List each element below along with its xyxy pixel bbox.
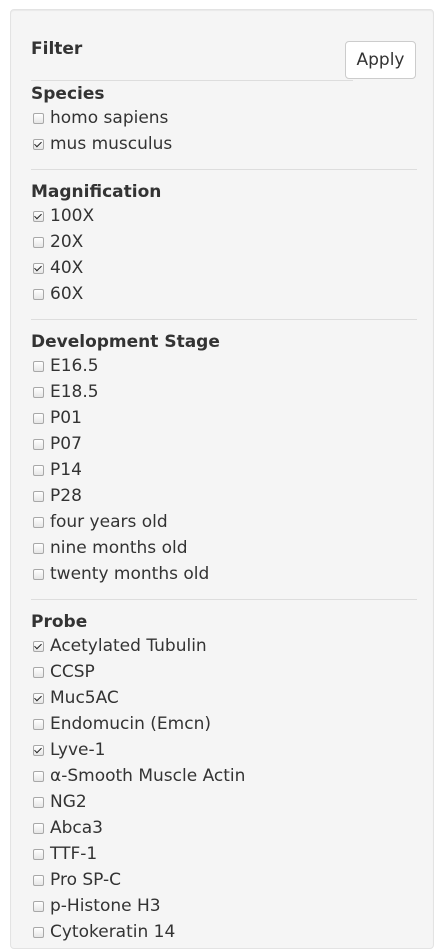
species-option[interactable]: mus musculus: [31, 131, 417, 157]
probe-option[interactable]: Cytokeratin 14: [31, 919, 417, 945]
checkbox[interactable]: [33, 718, 44, 730]
checkbox[interactable]: [33, 640, 44, 652]
checkbox[interactable]: [33, 438, 44, 450]
option-label: Cytokeratin 14: [50, 922, 176, 942]
option-label: E18.5: [50, 382, 99, 402]
probe-option[interactable]: CCSP: [31, 659, 417, 685]
checkbox[interactable]: [33, 112, 44, 124]
checkbox[interactable]: [33, 822, 44, 834]
option-label: Endomucin (Emcn): [50, 714, 211, 734]
checkbox[interactable]: [33, 490, 44, 502]
checkbox[interactable]: [33, 666, 44, 678]
option-label: Acetylated Tubulin: [50, 636, 207, 656]
probe-option[interactable]: Muc5AC: [31, 685, 417, 711]
option-label: 40X: [50, 258, 84, 278]
option-label: NG2: [50, 792, 87, 812]
checkbox[interactable]: [33, 262, 44, 274]
checkbox[interactable]: [33, 796, 44, 808]
section-divider: [31, 319, 417, 320]
checkbox[interactable]: [33, 542, 44, 554]
checkbox[interactable]: [33, 692, 44, 704]
stage-option[interactable]: twenty months old: [31, 561, 417, 587]
option-label: mus musculus: [50, 134, 173, 154]
checkbox[interactable]: [33, 360, 44, 372]
option-label: Muc5AC: [50, 688, 119, 708]
magnification-option[interactable]: 60X: [31, 281, 417, 307]
checkbox[interactable]: [33, 848, 44, 860]
checkbox[interactable]: [33, 744, 44, 756]
checkbox[interactable]: [33, 138, 44, 150]
probe-option[interactable]: Lyve-1: [31, 737, 417, 763]
option-label: 20X: [50, 232, 84, 252]
checkbox[interactable]: [33, 412, 44, 424]
species-heading: Species: [31, 84, 105, 104]
option-label: Pro SP-C: [50, 870, 122, 890]
option-label: P07: [50, 434, 82, 454]
probe-option[interactable]: Endomucin (Emcn): [31, 711, 417, 737]
option-label: 60X: [50, 284, 84, 304]
checkbox[interactable]: [33, 236, 44, 248]
checkbox[interactable]: [33, 874, 44, 886]
probe-option[interactable]: TTF-1: [31, 841, 417, 867]
checkbox[interactable]: [33, 926, 44, 938]
magnification-option[interactable]: 40X: [31, 255, 417, 281]
checkbox[interactable]: [33, 386, 44, 398]
stage-option[interactable]: nine months old: [31, 535, 417, 561]
checkbox[interactable]: [33, 464, 44, 476]
option-label: α-Smooth Muscle Actin: [50, 766, 246, 786]
checkbox[interactable]: [33, 516, 44, 528]
filter-title: Filter: [31, 39, 83, 59]
stage-option[interactable]: P01: [31, 405, 417, 431]
option-label: p-Histone H3: [50, 896, 161, 916]
magnification-option[interactable]: 20X: [31, 229, 417, 255]
species-option[interactable]: homo sapiens: [31, 105, 417, 131]
option-label: Lyve-1: [50, 740, 106, 760]
species-group: Species homo sapiens mus musculus: [31, 83, 417, 157]
probe-option[interactable]: α-Smooth Muscle Actin: [31, 763, 417, 789]
development-stage-group: Development Stage E16.5 E18.5 P01 P07 P1…: [31, 331, 417, 587]
magnification-group: Magnification 100X 20X 40X 60X: [31, 181, 417, 307]
option-label: four years old: [50, 512, 168, 532]
filter-panel: Filter Apply Species homo sapiens mus mu…: [10, 9, 434, 949]
stage-option[interactable]: four years old: [31, 509, 417, 535]
stage-option[interactable]: P07: [31, 431, 417, 457]
probe-option[interactable]: NG2: [31, 789, 417, 815]
checkbox[interactable]: [33, 568, 44, 580]
option-label: nine months old: [50, 538, 188, 558]
option-label: homo sapiens: [50, 108, 169, 128]
probe-option[interactable]: Pro SP-C: [31, 867, 417, 893]
probe-group: Probe Acetylated Tubulin CCSP Muc5AC End…: [31, 611, 417, 945]
development-stage-heading: Development Stage: [31, 332, 220, 352]
checkbox[interactable]: [33, 770, 44, 782]
title-divider: [31, 80, 353, 81]
probe-option[interactable]: Acetylated Tubulin: [31, 633, 417, 659]
option-label: CCSP: [50, 662, 95, 682]
option-label: P14: [50, 460, 82, 480]
magnification-option[interactable]: 100X: [31, 203, 417, 229]
stage-option[interactable]: P14: [31, 457, 417, 483]
option-label: Abca3: [50, 818, 104, 838]
option-label: E16.5: [50, 356, 99, 376]
option-label: twenty months old: [50, 564, 210, 584]
probe-heading: Probe: [31, 612, 88, 632]
checkbox[interactable]: [33, 900, 44, 912]
stage-option[interactable]: E16.5: [31, 353, 417, 379]
checkbox[interactable]: [33, 210, 44, 222]
probe-option[interactable]: p-Histone H3: [31, 893, 417, 919]
section-divider: [31, 169, 417, 170]
option-label: P28: [50, 486, 82, 506]
stage-option[interactable]: E18.5: [31, 379, 417, 405]
checkbox[interactable]: [33, 288, 44, 300]
section-divider: [31, 599, 417, 600]
option-label: P01: [50, 408, 82, 428]
probe-option[interactable]: Abca3: [31, 815, 417, 841]
option-label: TTF-1: [50, 844, 98, 864]
stage-option[interactable]: P28: [31, 483, 417, 509]
option-label: 100X: [50, 206, 95, 226]
apply-button[interactable]: Apply: [345, 41, 416, 79]
magnification-heading: Magnification: [31, 182, 162, 202]
